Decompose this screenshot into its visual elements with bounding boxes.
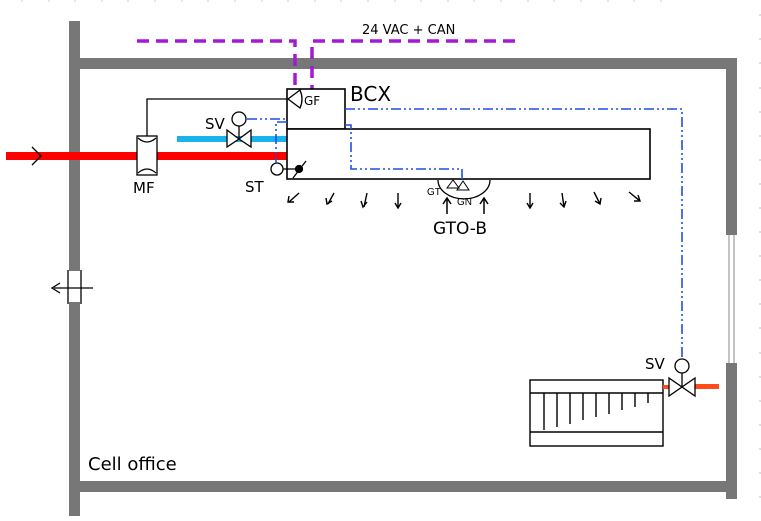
discharge-arrow — [526, 193, 534, 210]
bcx-unit — [286, 88, 651, 180]
gf-sensor-icon — [286, 88, 303, 110]
discharge-arrow — [394, 193, 402, 210]
bcx-label: BCX — [350, 82, 391, 106]
signal-radiator-sv — [345, 108, 683, 359]
gt-sensor-icon — [446, 179, 460, 189]
ruler-top — [21, 0, 662, 2]
signal-sensor — [345, 124, 463, 180]
wall-top — [69, 58, 737, 69]
sensor-airflow-arrows — [442, 196, 489, 214]
signal-st — [275, 121, 287, 163]
window — [728, 235, 735, 363]
discharge-arrow — [360, 192, 368, 209]
sv-top-label: SV — [205, 115, 226, 133]
exhaust-transfer-grille — [50, 270, 93, 304]
wall-right-lower — [726, 363, 737, 499]
discharge-arrow — [559, 192, 567, 209]
sv-radiator-label: SV — [645, 355, 666, 373]
power-can-bus — [137, 39, 515, 90]
mf-label: MF — [133, 179, 155, 197]
walls — [69, 21, 737, 516]
air-discharge-arrows — [287, 191, 641, 210]
gt-label: GT — [427, 187, 441, 198]
gn-label: GN — [457, 197, 472, 208]
sv-valve-cooling-icon — [226, 111, 252, 149]
wall-bottom — [69, 481, 737, 492]
room-label: Cell office — [88, 454, 177, 475]
wall-right-upper — [726, 58, 737, 235]
control-signal-lines — [247, 108, 683, 359]
flow-measurement-mf — [136, 98, 287, 176]
discharge-arrow — [628, 191, 641, 202]
st-damper-icon — [270, 160, 307, 179]
st-label: ST — [245, 178, 265, 196]
sv-valve-radiator-icon — [668, 358, 696, 398]
gn-sensor-icon — [456, 180, 470, 191]
heating-water-pipe — [663, 384, 719, 389]
discharge-arrow — [325, 192, 335, 206]
gf-label: GF — [304, 94, 320, 108]
wall-left-upper — [69, 21, 80, 271]
discharge-arrow — [287, 192, 300, 203]
discharge-arrow — [593, 191, 602, 206]
bcx-beam-body — [286, 128, 651, 180]
wall-left-lower — [69, 302, 80, 516]
radiator-fins — [543, 393, 649, 430]
power-bus-label: 24 VAC + CAN — [362, 23, 455, 38]
radiator — [529, 379, 664, 447]
gto-b-label: GTO-B — [433, 219, 487, 239]
gto-b-sensor — [437, 179, 491, 200]
